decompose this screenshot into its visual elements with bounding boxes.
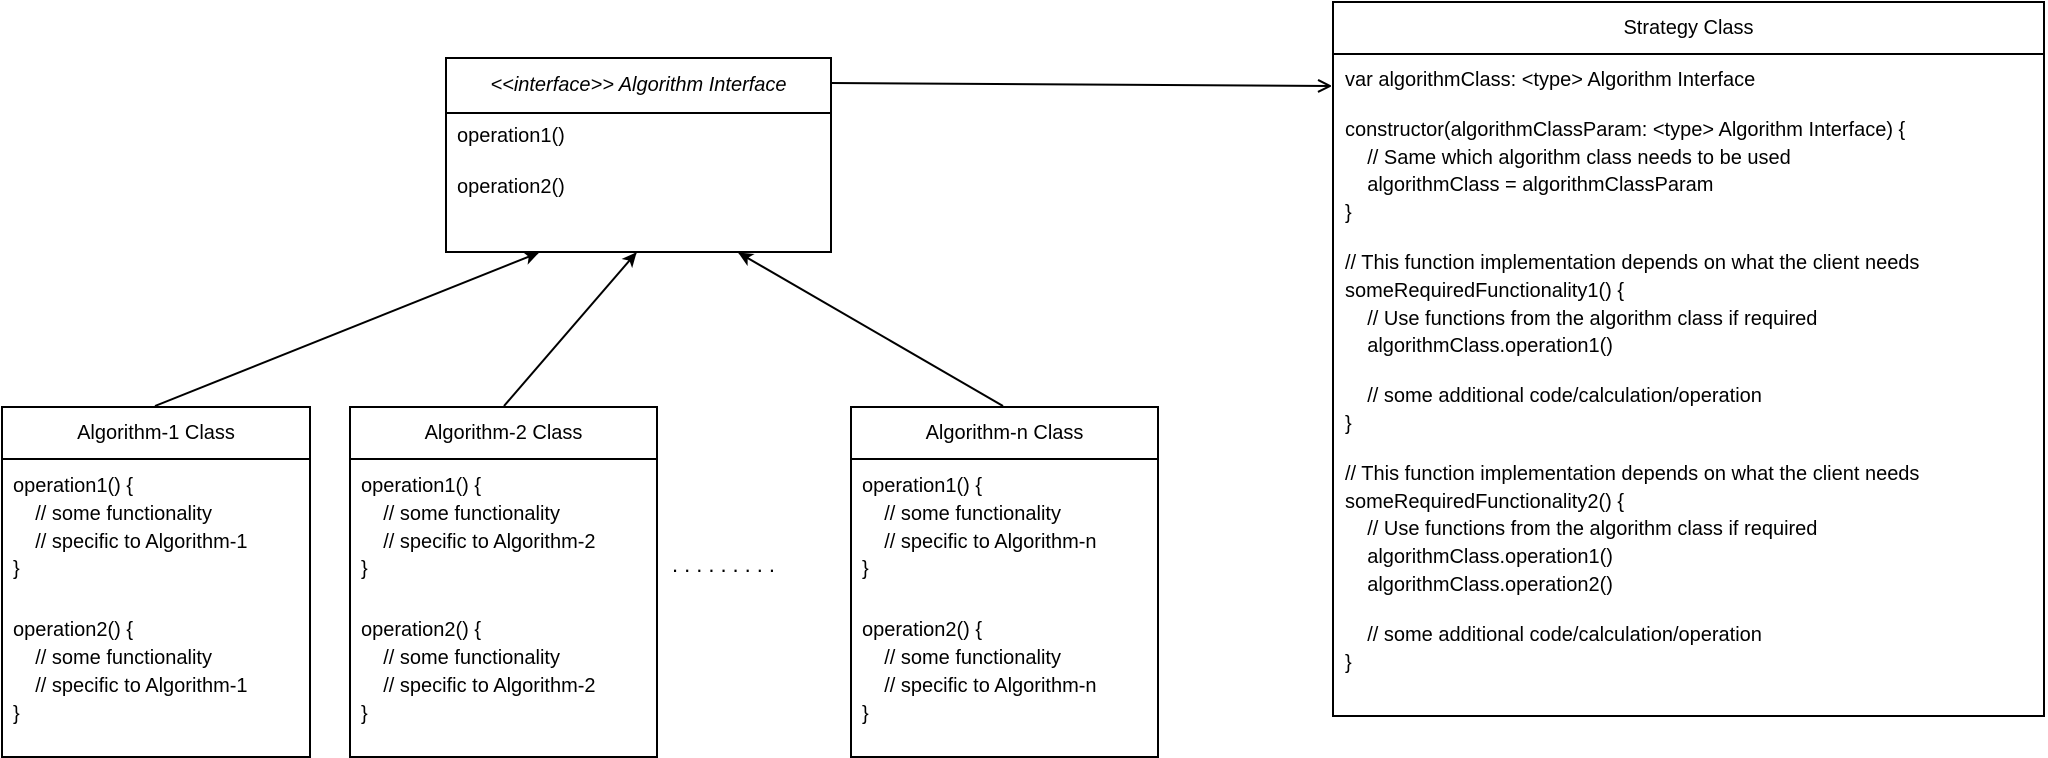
code-line: } [13,702,20,725]
algorithm-n-body: operation1() { // some functionality // … [852,460,1157,728]
code-line: // This function implementation depends … [1345,462,1920,485]
code-line: // specific to Algorithm-n [862,530,1097,553]
strategy-body: var algorithmClass: <type> Algorithm Int… [1334,55,2043,677]
code-line: // some functionality [361,502,560,525]
algorithm-2-class-box: Algorithm-2 Class operation1() { // some… [349,406,658,758]
algorithm-2-body: operation1() { // some functionality // … [351,460,656,728]
code-line: // specific to Algorithm-1 [13,674,248,697]
code-line: constructor(algorithmClassParam: <type> … [1345,118,1906,141]
code-line: operation1() { [13,475,134,497]
blank-line [13,584,309,617]
code-line: // Use functions from the algorithm clas… [1345,307,1818,330]
implements-arrow-2 [503,252,637,407]
blank-line [1345,361,2043,383]
algorithm-2-title: Algorithm-2 Class [351,408,656,460]
implements-arrow-1 [154,251,539,407]
blank-line [1345,600,2043,622]
association-arrow [830,83,1330,86]
blank-line [1345,228,2043,250]
algorithm-1-body: operation1() { // some functionality // … [3,460,309,728]
code-line: // some additional code/calculation/oper… [1345,623,1762,646]
code-line: someRequiredFunctionality2() { [1345,490,1625,513]
code-line: // Same which algorithm class needs to b… [1345,146,1791,169]
blank-line [1345,439,2043,461]
code-line: operation2() { [13,619,134,642]
blank-line [457,151,830,174]
code-line: // some functionality [361,646,560,669]
interface-title: <<interface>> Algorithm Interface [447,59,830,114]
blank-line [1345,95,2043,117]
code-line: someRequiredFunctionality1() { [1345,279,1625,302]
code-line: algorithmClass.operation2() [1345,573,1613,596]
code-line: } [862,702,869,725]
code-line: // specific to Algorithm-2 [361,674,596,697]
algorithm-1-class-box: Algorithm-1 Class operation1() { // some… [1,406,311,758]
code-line: // some functionality [862,502,1061,525]
code-line: operation2() { [361,619,482,642]
code-line: } [1345,651,1352,674]
blank-line [361,584,656,617]
strategy-class-box: Strategy Class var algorithmClass: <type… [1332,1,2045,717]
code-line: } [361,702,368,725]
code-line: algorithmClass.operation1() [1345,335,1613,358]
algorithm-n-title: Algorithm-n Class [852,408,1157,460]
code-line: } [361,558,368,581]
code-line: algorithmClass = algorithmClassParam [1345,174,1714,197]
code-line: } [862,558,869,581]
code-line: operation1() [457,125,565,147]
code-line: operation2() [457,175,565,198]
code-line: } [1345,412,1352,435]
code-line: // This function implementation depends … [1345,251,1920,274]
code-line: var algorithmClass: <type> Algorithm Int… [1345,69,1756,91]
algorithm-1-title: Algorithm-1 Class [3,408,309,460]
code-line: // specific to Algorithm-1 [13,530,248,553]
code-line: } [1345,202,1352,225]
algorithm-n-class-box: Algorithm-n Class operation1() { // some… [850,406,1159,758]
code-line: // Use functions from the algorithm clas… [1345,518,1818,541]
interface-body: operation1() operation2() [447,114,830,202]
code-line: // some functionality [862,646,1061,669]
code-line: operation1() { [862,475,983,497]
code-line: algorithmClass.operation1() [1345,546,1613,569]
code-line: // some additional code/calculation/oper… [1345,385,1762,408]
code-line: operation1() { [361,475,482,497]
algorithm-interface-box: <<interface>> Algorithm Interface operat… [445,57,832,253]
code-line: // some functionality [13,502,212,525]
code-line: operation2() { [862,619,983,642]
ellipsis: ......... [672,552,782,577]
blank-line [862,584,1157,617]
implements-arrow-n [738,252,1004,407]
code-line: } [13,558,20,581]
strategy-title: Strategy Class [1334,3,2043,55]
code-line: // specific to Algorithm-n [862,674,1097,697]
code-line: // specific to Algorithm-2 [361,530,596,553]
code-line: // some functionality [13,646,212,669]
